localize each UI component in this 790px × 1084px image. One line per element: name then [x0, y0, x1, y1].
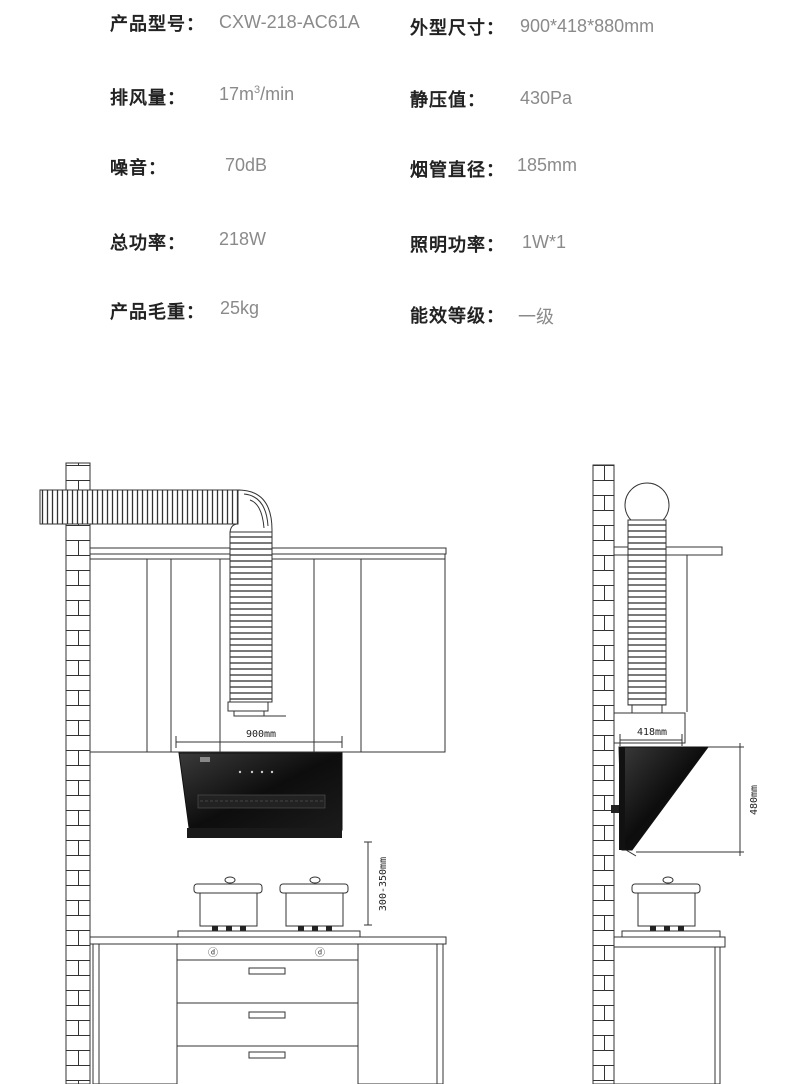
airflow-main: 17m — [219, 84, 255, 104]
spec-value-static-pressure: 430Pa — [520, 88, 573, 108]
spec-value-weight: 25kg — [220, 298, 260, 318]
install-height-label: 300-350mm — [378, 857, 389, 911]
cooking-pot-right — [279, 876, 349, 931]
spec-label-weight: 产品毛重： — [110, 302, 205, 323]
installation-diagram: 900mm 300-350mm ⓓ ⓓ — [39, 462, 760, 1084]
width-dimension-label: 900mm — [246, 729, 276, 740]
drawer-2 — [176, 1002, 359, 1047]
cooktop — [177, 930, 361, 938]
countertop — [89, 936, 447, 945]
brick-wall-side — [592, 464, 615, 1084]
spec-value-model: CXW-218-AC61A — [219, 12, 360, 32]
spec-label-model: 产品型号： — [110, 14, 205, 35]
height-dimension-label: 480mm — [749, 785, 760, 815]
airflow-sup: 3 — [254, 84, 261, 96]
depth-dimension-label: 418mm — [637, 727, 667, 738]
range-hood-side — [618, 746, 709, 851]
spec-label-light-power: 照明功率： — [410, 235, 505, 256]
cooking-pot-side — [631, 876, 701, 931]
side-cooktop — [621, 930, 721, 938]
spec-label-duct-diameter: 烟管直径： — [410, 160, 505, 181]
side-mount-box — [613, 712, 686, 744]
knob-left-icon: ⓓ — [208, 947, 218, 959]
spec-table: 产品型号： CXW-218-AC61A 外型尺寸： 900*418*880mm … — [0, 0, 790, 360]
spec-label-efficiency: 能效等级： — [410, 306, 505, 327]
spec-label-airflow: 排风量： — [110, 88, 186, 109]
spec-label-noise: 噪音： — [110, 158, 167, 179]
spec-value-noise: 70dB — [225, 155, 268, 175]
spec-value-size: 900*418*880mm — [520, 16, 655, 36]
range-hood-front — [178, 752, 343, 836]
drawer-1 — [176, 959, 359, 1004]
side-cabinet-shelf — [613, 546, 723, 556]
stove-panel — [176, 943, 359, 961]
spec-label-static-pressure: 静压值： — [410, 90, 486, 111]
hood-vent-strip — [197, 794, 326, 809]
cooking-pot-left — [193, 876, 263, 931]
side-vertical-duct — [627, 519, 667, 706]
horizontal-duct — [39, 489, 241, 525]
spec-value-duct-diameter: 185mm — [517, 155, 578, 175]
spec-label-power: 总功率： — [110, 233, 186, 254]
duct-collar — [227, 701, 269, 712]
spec-value-efficiency: 一级 — [518, 307, 554, 327]
spec-value-airflow: 17m3/min — [219, 84, 294, 105]
side-base-cabinet — [613, 946, 721, 1084]
spec-label-size: 外型尺寸： — [410, 18, 505, 39]
vertical-duct — [229, 531, 273, 703]
airflow-tail: /min — [260, 84, 295, 104]
spec-value-light-power: 1W*1 — [522, 232, 567, 252]
spec-value-power: 218W — [219, 229, 267, 249]
brick-wall-front — [65, 462, 91, 1084]
knob-right-icon: ⓓ — [315, 947, 325, 959]
side-countertop — [613, 936, 726, 948]
